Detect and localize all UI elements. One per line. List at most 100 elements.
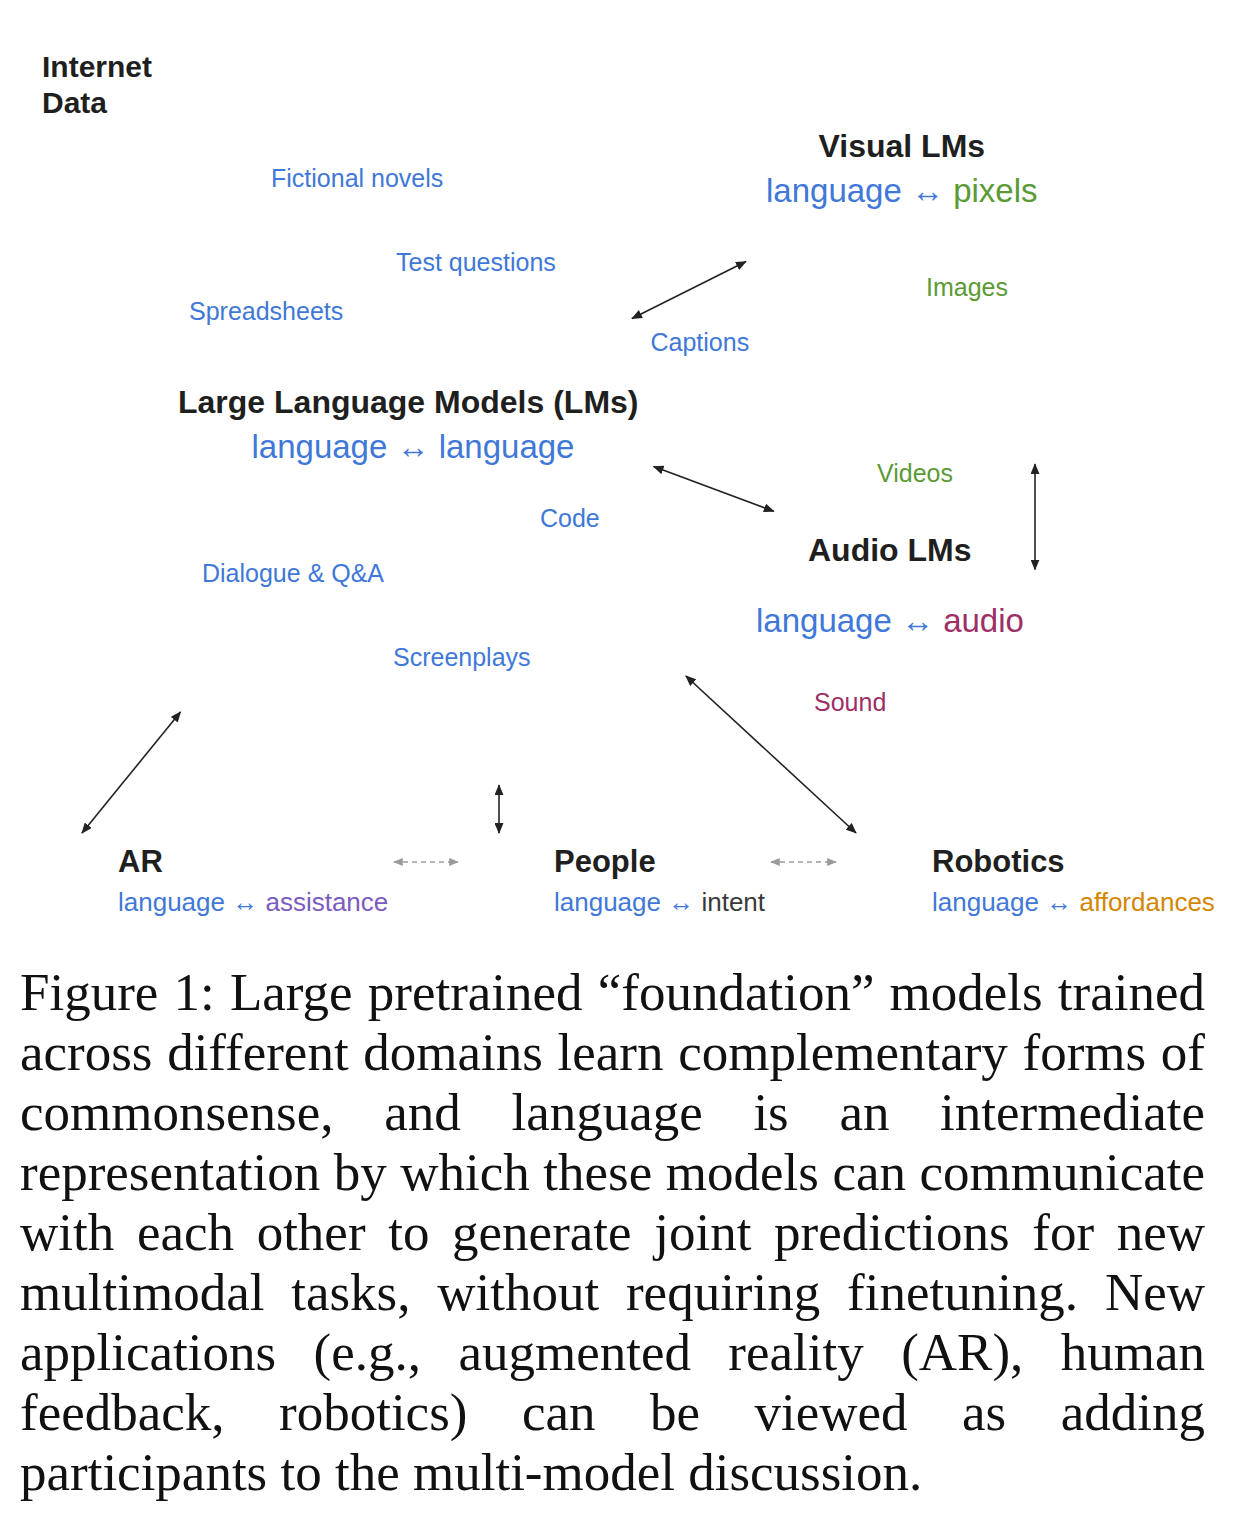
circle-border-dashed — [632, 38, 1192, 598]
model-subtitle: language ↔ audio — [756, 602, 1024, 640]
text-holder: language ↔ audio — [756, 602, 1024, 640]
text-holder: Visual LMs — [819, 128, 986, 165]
circle-fill — [625, 355, 1065, 795]
foundation-model-circle: Large Language Models (LMs) language ↔ la… — [44, 55, 784, 795]
participant: AR language ↔ assistance — [22, 833, 394, 921]
robot-base — [855, 895, 883, 902]
connector-arrow — [498, 785, 500, 833]
text-holder: language ↔ affordances — [932, 888, 1215, 918]
participant-subtitle: language ↔ affordances — [932, 888, 1215, 918]
text-part: language ↔ — [554, 887, 701, 917]
text-holder: Test questions — [396, 248, 556, 277]
text-part: audio — [943, 602, 1024, 639]
internet-data-region: Large Language Models (LMs) language ↔ la… — [25, 35, 1205, 803]
photo-tile — [25, 35, 290, 300]
model-title: Visual LMs — [819, 128, 986, 165]
data-type: Images — [926, 273, 1008, 302]
text-holder: language ↔ assistance — [118, 888, 388, 918]
circle-fill — [44, 55, 784, 795]
connector-arrow — [632, 262, 746, 319]
robot-icon-ring — [839, 839, 915, 915]
connector-arrow — [654, 466, 774, 511]
text-holder: Robotics — [932, 844, 1065, 880]
text-part: language ↔ — [766, 172, 953, 209]
figure-caption: Figure 1: Large pretrained “foundation” … — [20, 962, 1205, 1502]
text-holder: Audio LMs — [808, 532, 972, 569]
text-holder: Spreadsheets — [189, 297, 343, 326]
text-holder: AR — [118, 844, 163, 880]
circle-outline — [632, 38, 1192, 598]
text-holder: Captions — [651, 328, 750, 357]
data-type: Videos — [877, 459, 953, 488]
photo-tile — [290, 300, 535, 540]
participant-subtitle: language ↔ assistance — [118, 888, 388, 918]
text-holder: Code — [540, 504, 600, 533]
data-type: Captions — [651, 328, 750, 357]
robot-gripper — [891, 859, 898, 873]
microphone-stem — [766, 682, 774, 716]
connector-arrow — [1034, 464, 1036, 569]
region-label: Internet Data — [42, 49, 192, 121]
text-part: pixels — [953, 172, 1037, 209]
text-part: assistance — [265, 887, 388, 917]
model-title: Audio LMs — [808, 532, 972, 569]
text-holder: Sound — [814, 688, 886, 717]
dashed-connector — [394, 861, 458, 862]
photo-tile — [535, 300, 760, 540]
connector-arrow — [82, 712, 180, 833]
photo-tile — [760, 330, 1205, 560]
circle-border — [632, 38, 1192, 598]
photo-tile — [535, 35, 910, 300]
circle-fill — [632, 38, 1192, 598]
circle-outline — [625, 355, 1065, 795]
photo-tile — [910, 35, 1205, 330]
text-holder: Screenplays — [393, 643, 531, 672]
microphone-head — [756, 654, 784, 682]
participant: Robotics language ↔ affordances — [836, 833, 1221, 921]
data-type: Spreadsheets — [189, 297, 343, 326]
foundation-model-circle: Audio LMs language ↔ audioSound — [625, 355, 1065, 795]
text-holder: language ↔ intent — [554, 888, 765, 918]
text-part: language ↔ — [118, 887, 265, 917]
foundation-model-circle: Visual LMs language ↔ pixelsImagesVideos — [632, 38, 1192, 598]
data-type: Dialogue & Q&A — [202, 559, 384, 588]
dashed-connector — [771, 861, 836, 862]
text-holder: language ↔ pixels — [766, 172, 1038, 210]
people-icon-ring — [461, 839, 537, 915]
text-holder: Dialogue & Q&A — [202, 559, 384, 588]
camera-lens — [1102, 70, 1128, 96]
photo-tile — [25, 300, 290, 540]
participant-title: AR — [118, 844, 163, 880]
participant-title: Robotics — [932, 844, 1065, 880]
participant-title: People — [554, 844, 656, 880]
caption-holder: Figure 1: Large pretrained “foundation” … — [20, 962, 1205, 1502]
text-part: intent — [701, 887, 765, 917]
goggles — [38, 865, 88, 887]
data-type: Screenplays — [393, 643, 531, 672]
photo-tile — [760, 560, 1205, 803]
model-title: Large Language Models (LMs) — [178, 384, 638, 421]
goggles-lens — [43, 870, 59, 880]
text-holder: People — [554, 844, 656, 880]
circle-border — [44, 55, 784, 795]
ar-icon-ring — [25, 839, 101, 915]
text-holder: Fictional novels — [271, 164, 443, 193]
participant: People language ↔ intent — [458, 833, 771, 921]
text-holder: language ↔ language — [252, 428, 575, 466]
text-part: language ↔ — [932, 887, 1079, 917]
data-type: Fictional novels — [271, 164, 443, 193]
model-subtitle: language ↔ language — [252, 428, 575, 466]
photo-tile — [535, 540, 760, 803]
goggles-strap — [31, 872, 95, 882]
text-part: affordances — [1079, 887, 1214, 917]
circle-border — [625, 355, 1065, 795]
circle-border-dashed — [625, 355, 1065, 795]
data-type: Code — [540, 504, 600, 533]
glasses-lens — [486, 104, 514, 132]
person-body — [474, 880, 524, 904]
participant-subtitle: language ↔ intent — [554, 888, 765, 918]
robot-joint — [862, 874, 870, 882]
text-holder: Videos — [877, 459, 953, 488]
text-holder: Large Language Models (LMs) — [178, 384, 638, 421]
text-part: language ↔ — [756, 602, 943, 639]
